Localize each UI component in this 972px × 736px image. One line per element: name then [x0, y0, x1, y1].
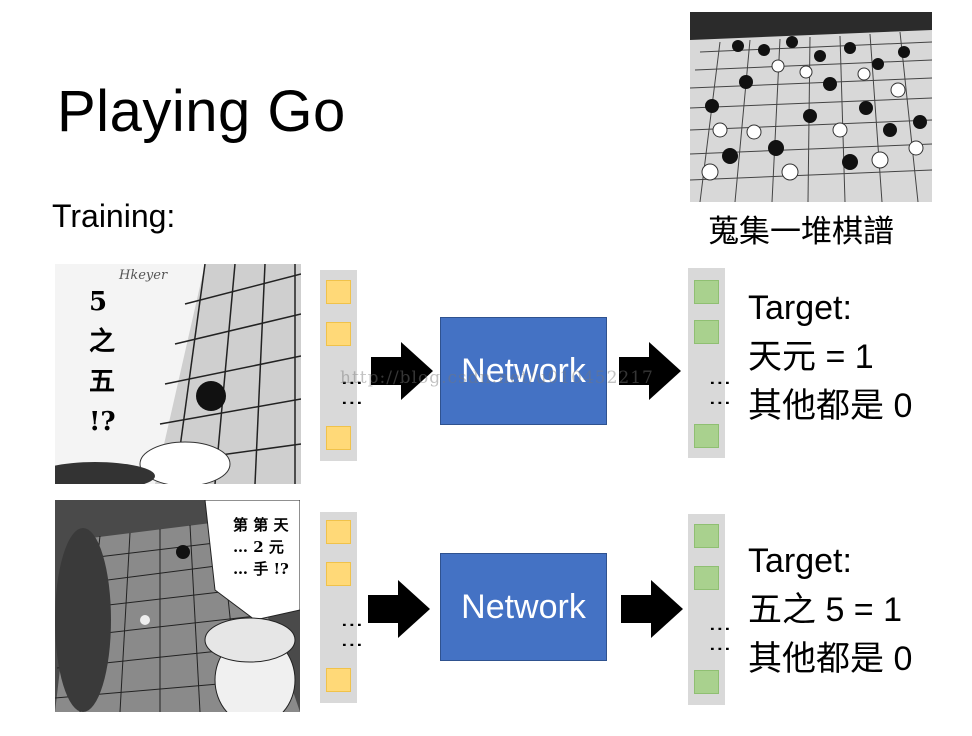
- arrow-right-icon: [621, 580, 683, 638]
- manga-signature: Hkeyer: [119, 268, 168, 283]
- input-cell: [326, 562, 351, 586]
- target-title: Target:: [748, 289, 852, 327]
- output-vector-1: ⋮⋮: [688, 268, 733, 458]
- input-cell: [326, 322, 351, 346]
- ellipsis: ⋮⋮: [708, 372, 733, 412]
- manga-exclamation-2: 第 第 天 … 2 元 … 手 !?: [233, 516, 289, 578]
- manga-panel-1: 5 之 五 !? Hkeyer: [55, 264, 301, 484]
- target-block-2: Target: 五之 5 = 1 其他都是 0: [748, 537, 912, 684]
- arrow-right-icon: [371, 342, 433, 400]
- manga-exclamation-1: 5 之 五 !?: [89, 287, 116, 437]
- target-title: Target:: [748, 542, 852, 580]
- output-cell: [694, 320, 719, 344]
- manga-go-board-2: [55, 500, 300, 712]
- arrow-right-icon: [619, 342, 681, 400]
- output-vector-2: ⋮⋮: [688, 514, 733, 705]
- output-cell: [694, 280, 719, 304]
- input-cell: [326, 426, 351, 450]
- output-cell: [694, 566, 719, 590]
- input-vector-1: ⋮⋮: [320, 270, 365, 461]
- output-cell: [694, 524, 719, 548]
- target-block-1: Target: 天元 = 1 其他都是 0: [748, 284, 912, 431]
- network-box-2: Network: [440, 553, 607, 661]
- target-others: 其他都是 0: [748, 387, 913, 425]
- input-cell: [326, 280, 351, 304]
- watermark: http://blog.csdn.net/u010452217: [340, 368, 654, 388]
- go-board-illustration: [690, 12, 932, 202]
- ellipsis: ⋮⋮: [708, 618, 733, 658]
- go-board-photo: [690, 12, 932, 202]
- output-cell: [694, 670, 719, 694]
- ellipsis: ⋮⋮: [340, 614, 365, 654]
- output-cell: [694, 424, 719, 448]
- training-label: Training:: [52, 198, 176, 234]
- collect-game-records-caption: 蒐集一堆棋譜: [708, 214, 894, 250]
- input-vector-2: ⋮⋮: [320, 512, 365, 703]
- target-positive: 五之 5 = 1: [748, 591, 903, 629]
- slide-title: Playing Go: [57, 79, 346, 144]
- manga-panel-2: 第 第 天 … 2 元 … 手 !?: [55, 500, 300, 712]
- network-box-1: Network: [440, 317, 607, 425]
- target-others: 其他都是 0: [748, 640, 913, 678]
- arrow-right-icon: [368, 580, 430, 638]
- manga-go-board-1: [55, 264, 301, 484]
- target-positive: 天元 = 1: [748, 338, 874, 376]
- input-cell: [326, 520, 351, 544]
- input-cell: [326, 668, 351, 692]
